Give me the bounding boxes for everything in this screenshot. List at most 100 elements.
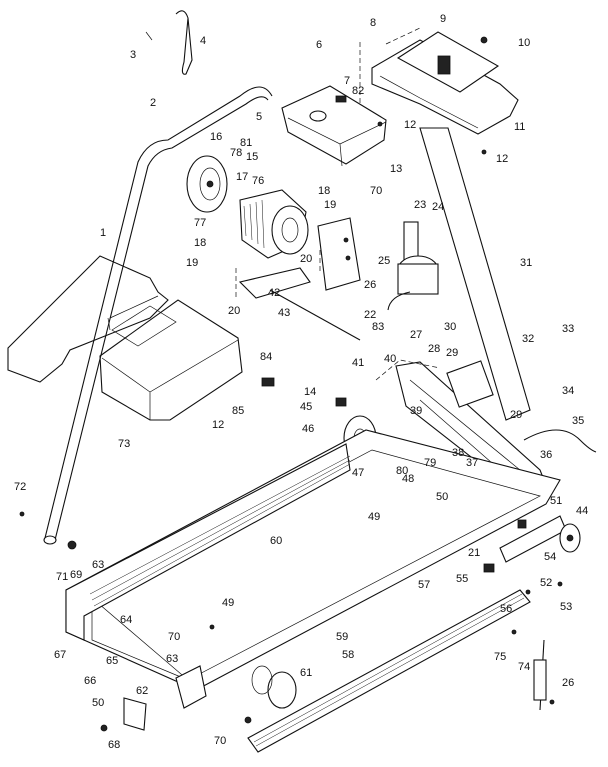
part-label-p7: 7	[344, 75, 350, 87]
part-label-p30: 30	[444, 321, 456, 333]
leg-leveler	[533, 639, 547, 711]
part-label-p10: 10	[518, 37, 530, 49]
part-label-p73: 73	[118, 438, 130, 450]
motor-cover	[99, 299, 243, 421]
incline-motor	[387, 221, 439, 311]
part-label-p21: 21	[468, 547, 480, 559]
part-label-p37: 37	[466, 457, 478, 469]
part-label-p44: 44	[576, 505, 588, 517]
part-label-p54: 54	[544, 551, 556, 563]
part-label-p1: 1	[100, 227, 106, 239]
part-label-p31: 31	[520, 257, 532, 269]
part-label-p28: 28	[428, 343, 440, 355]
part-label-p26a: 26	[364, 279, 376, 291]
part-label-p81: 81	[240, 137, 252, 149]
part-label-p68: 68	[108, 739, 120, 751]
part-label-p40: 40	[384, 353, 396, 365]
incline-bracket	[317, 217, 361, 291]
left-side-rail	[65, 443, 351, 641]
part-label-p50b: 50	[92, 697, 104, 709]
part-label-p45: 45	[300, 401, 312, 413]
safety-cord	[145, 10, 193, 75]
part-label-p52: 52	[540, 577, 552, 589]
part-label-p80: 80	[396, 465, 408, 477]
part-label-p12b: 12	[496, 153, 508, 165]
power-cord	[523, 429, 597, 453]
part-label-p59: 59	[336, 631, 348, 643]
part-label-p83: 83	[372, 321, 384, 333]
motor-mount	[235, 250, 361, 341]
part-label-p12a: 12	[404, 119, 416, 131]
part-label-p9: 9	[440, 13, 446, 25]
part-label-p4: 4	[200, 35, 206, 47]
part-label-p55: 55	[456, 573, 468, 585]
part-label-p76: 76	[252, 175, 264, 187]
part-label-p71: 71	[56, 571, 68, 583]
part-label-p85: 85	[232, 405, 244, 417]
part-label-p33: 33	[562, 323, 574, 335]
part-label-p57: 57	[418, 579, 430, 591]
part-label-p17: 17	[236, 171, 248, 183]
part-label-p77: 77	[194, 217, 206, 229]
part-label-p12c: 12	[212, 419, 224, 431]
part-label-p25: 25	[378, 255, 390, 267]
part-label-p60: 60	[270, 535, 282, 547]
part-label-p84: 84	[260, 351, 272, 363]
part-label-p63a: 63	[92, 559, 104, 571]
motor-hood	[7, 255, 169, 383]
part-label-p3: 3	[130, 49, 136, 61]
part-label-p70a: 70	[168, 631, 180, 643]
rear-roller	[251, 665, 297, 709]
part-label-p13: 13	[390, 163, 402, 175]
part-label-p66: 66	[84, 675, 96, 687]
part-label-p47: 47	[352, 467, 364, 479]
part-label-p34: 34	[562, 385, 574, 397]
part-label-p56: 56	[500, 603, 512, 615]
rear-wheel-bracket	[499, 515, 581, 563]
handrail-tube	[43, 86, 273, 545]
part-label-p23: 23	[414, 199, 426, 211]
part-label-p20b: 20	[228, 305, 240, 317]
part-label-p14: 14	[304, 386, 316, 398]
part-label-p42: 42	[268, 287, 280, 299]
part-label-p78: 78	[230, 147, 242, 159]
part-label-p53: 53	[560, 601, 572, 613]
rear-frame	[375, 359, 549, 501]
part-label-p51: 51	[550, 495, 562, 507]
part-label-p16: 16	[210, 131, 222, 143]
part-label-p6: 6	[316, 39, 322, 51]
part-label-p82: 82	[352, 85, 364, 97]
part-label-p79: 79	[424, 457, 436, 469]
part-label-p8: 8	[370, 17, 376, 29]
part-label-p75: 75	[494, 651, 506, 663]
part-label-p29b: 29	[510, 409, 522, 421]
part-label-p67: 67	[54, 649, 66, 661]
part-label-p29a: 29	[446, 347, 458, 359]
part-label-p62: 62	[136, 685, 148, 697]
part-label-p35: 35	[572, 415, 584, 427]
flywheel	[186, 155, 228, 213]
part-label-p24: 24	[432, 201, 444, 213]
right-side-rail	[247, 589, 531, 753]
part-label-p69: 69	[70, 569, 82, 581]
part-label-p74: 74	[518, 661, 530, 673]
part-label-p19a: 19	[324, 199, 336, 211]
rear-end-cap	[123, 665, 207, 731]
part-label-p38: 38	[452, 447, 464, 459]
part-label-p65: 65	[106, 655, 118, 667]
part-label-p48: 48	[402, 473, 414, 485]
part-label-p18b: 18	[194, 237, 206, 249]
part-label-p61: 61	[300, 667, 312, 679]
part-label-p18a: 18	[318, 185, 330, 197]
part-label-p63b: 63	[166, 653, 178, 665]
part-label-p22: 22	[364, 309, 376, 321]
part-label-p46: 46	[302, 423, 314, 435]
part-label-p19b: 19	[186, 257, 198, 269]
part-label-p58: 58	[342, 649, 354, 661]
part-label-p64: 64	[120, 614, 132, 626]
part-label-p70c: 70	[370, 185, 382, 197]
hardware-fasteners	[19, 36, 563, 732]
part-label-p43: 43	[278, 307, 290, 319]
part-label-p5: 5	[256, 111, 262, 123]
